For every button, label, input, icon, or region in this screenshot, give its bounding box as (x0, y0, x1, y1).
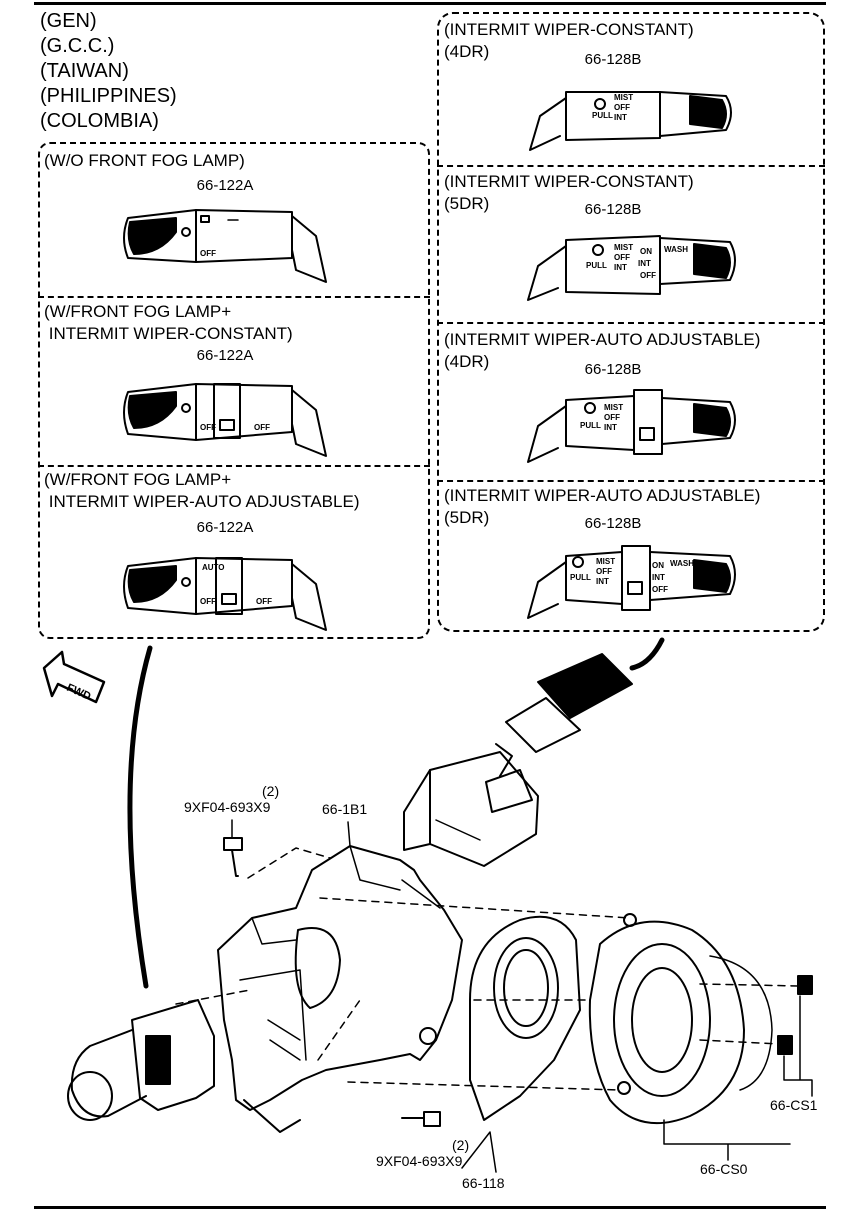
right-divider-3 (437, 480, 825, 482)
right-panel-1-part: 66-128B (584, 51, 642, 68)
wiper-switch-assembly (403, 653, 633, 867)
right-panel-3-caption-line-2: (4DR) (444, 352, 490, 371)
screw-bottom-qty: (2) (452, 1137, 470, 1153)
label-int-rp2-rear: INT (638, 259, 651, 268)
label-off-rp4-rear: OFF (652, 585, 668, 594)
clock-spring-part: 66-CS0 (700, 1161, 748, 1177)
label-wash-rp2: WASH (664, 245, 688, 254)
alignment-lines (175, 847, 801, 1091)
right-panel-2-part: 66-128B (584, 201, 642, 218)
left-panel-3-part: 66-122A (196, 519, 254, 536)
label-mist-rp1: MIST (614, 93, 633, 102)
left-panel-3-caption-line-1: (W/FRONT FOG LAMP+ (44, 470, 232, 489)
right-divider-1 (437, 165, 825, 167)
label-int-rp1: INT (614, 113, 627, 122)
left-panel-2-caption-line-2: INTERMIT WIPER-CONSTANT) (44, 324, 293, 343)
label-off-rp2: OFF (614, 253, 630, 262)
screw-bottom (401, 1111, 441, 1127)
fwd-label: FWD (65, 682, 93, 703)
label-off-lp3: OFF (200, 597, 216, 606)
label-off-lp1: OFF (200, 249, 216, 258)
left-panel-2-caption-line-1: (W/FRONT FOG LAMP+ (44, 302, 232, 321)
screw-bottom-part: 9XF04-693X9 (376, 1153, 463, 1169)
label-int-rp4-rear: INT (652, 573, 665, 582)
left-panel-2-part: 66-122A (196, 347, 254, 364)
region-taiwan: (TAIWAN) (40, 60, 129, 82)
label-mist-rp4: MIST (596, 557, 615, 566)
label-off-rp2-rear: OFF (640, 271, 656, 280)
headlight-switch-variants-box (38, 142, 430, 639)
steering-cover (469, 915, 581, 1121)
label-pull-rp4: PULL (570, 573, 591, 582)
right-panel-2-caption-line-1: (INTERMIT WIPER-CONSTANT) (444, 172, 694, 191)
headlight-switch-assembly (67, 999, 215, 1121)
label-pull-rp1: PULL (592, 111, 613, 120)
right-panel-1-caption-line-2: (4DR) (444, 42, 490, 61)
top-rule (34, 2, 826, 5)
region-colombia: (COLOMBIA) (40, 110, 159, 132)
left-divider-1 (38, 296, 430, 298)
bottom-rule (34, 1206, 826, 1209)
label-on-rp2: ON (640, 247, 652, 256)
label-auto-lp3: AUTO (202, 563, 225, 572)
right-panel-3-part: 66-128B (584, 361, 642, 378)
wiper-switch-auto-5dr (527, 545, 736, 619)
screw-top (223, 837, 243, 877)
left-panel-1-part: 66-122A (196, 177, 254, 194)
fwd-arrow-icon (42, 650, 106, 704)
right-panel-4-caption-line-2: (5DR) (444, 508, 490, 527)
label-off-lp3-fog: OFF (256, 597, 272, 606)
label-int-rp4: INT (596, 577, 609, 586)
region-gen: (GEN) (40, 10, 97, 32)
left-variant-leader (127, 645, 153, 989)
screw-top-part: 9XF04-693X9 (184, 799, 271, 815)
wiper-switch-constant-5dr (527, 235, 736, 301)
label-off-lp2: OFF (200, 423, 216, 432)
cover-part: 66-118 (462, 1175, 505, 1191)
label-mist-rp2: MIST (614, 243, 633, 252)
label-int-rp3: INT (604, 423, 617, 432)
sensor-part: 66-CS1 (770, 1097, 818, 1113)
clock-spring-sensors (777, 975, 813, 1055)
right-panel-3-caption-line-1: (INTERMIT WIPER-AUTO ADJUSTABLE) (444, 330, 761, 349)
label-pull-rp2: PULL (586, 261, 607, 270)
screw-top-qty: (2) (262, 783, 280, 799)
left-panel-3-caption-line-2: INTERMIT WIPER-AUTO ADJUSTABLE) (44, 492, 360, 511)
label-int-rp2: INT (614, 263, 627, 272)
region-philippines: (PHILIPPINES) (40, 85, 177, 107)
wiper-switch-auto-4dr (527, 389, 736, 463)
right-variant-leader (629, 637, 665, 671)
headlight-switch-fog-constant (123, 383, 327, 457)
label-wash-rp4: WASH (670, 559, 694, 568)
label-off-lp2-fog: OFF (254, 423, 270, 432)
label-pull-rp3: PULL (580, 421, 601, 430)
headlight-switch-fog-auto (123, 557, 327, 631)
steering-column-housing (217, 845, 463, 1133)
housing-part: 66-1B1 (322, 801, 368, 817)
clock-spring (588, 913, 773, 1125)
right-panel-4-part: 66-128B (584, 515, 642, 532)
label-off-rp1: OFF (614, 103, 630, 112)
label-on-rp4: ON (652, 561, 664, 570)
left-divider-2 (38, 465, 430, 467)
wiper-switch-constant-4dr (529, 91, 732, 151)
headlight-switch-no-fog (123, 209, 327, 283)
label-mist-rp3: MIST (604, 403, 623, 412)
region-gcc: (G.C.C.) (40, 35, 115, 57)
right-panel-2-caption-line-2: (5DR) (444, 194, 490, 213)
right-panel-1-caption-line-1: (INTERMIT WIPER-CONSTANT) (444, 20, 694, 39)
label-off-rp3: OFF (604, 413, 620, 422)
right-divider-2 (437, 322, 825, 324)
callout-leaders (231, 819, 813, 1173)
right-panel-4-caption-line-1: (INTERMIT WIPER-AUTO ADJUSTABLE) (444, 486, 761, 505)
label-off-rp4: OFF (596, 567, 612, 576)
left-panel-1-caption: (W/O FRONT FOG LAMP) (44, 151, 245, 170)
